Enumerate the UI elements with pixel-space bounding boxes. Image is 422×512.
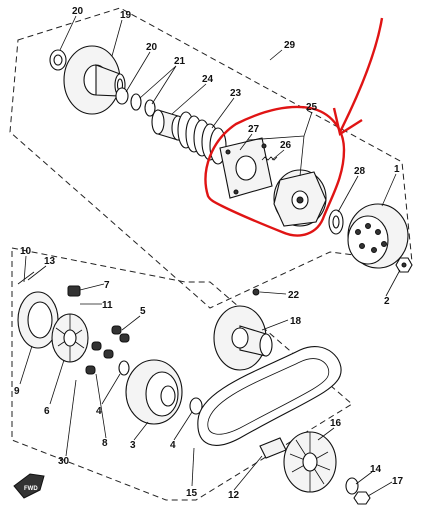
part-20-washer-mid [115,87,129,105]
highlight-outline [204,105,346,237]
fwd-arrow-icon: FWD [13,473,45,499]
callout-20-top: 20 [72,6,84,17]
leader-lines [19,15,401,497]
part-3-sliding-sheave [125,359,183,425]
part-23-spring [177,111,227,165]
part-20-washer-top [49,49,67,71]
callout-27: 27 [248,124,260,135]
callout-23: 23 [230,88,242,99]
part-14-washer [345,477,359,495]
callout-29: 29 [284,40,296,51]
svg-text:FWD: FWD [24,486,38,492]
callout-28: 28 [354,166,366,177]
callout-18: 18 [290,316,302,327]
part-4-collar-right [189,397,203,415]
callout-labels: 20 19 20 21 24 29 23 25 27 26 28 1 2 10 … [14,6,404,501]
highlight-arrow-shaft [338,17,384,133]
part-26-small-spring [261,156,278,161]
callout-11: 11 [102,300,113,311]
callout-26: 26 [280,140,292,151]
part-19-sliding-sheave [63,45,126,115]
callout-6: 6 [44,406,50,417]
part-21-o-rings [130,93,156,117]
part-7-slider [67,285,81,297]
callout-4-right: 4 [170,440,176,451]
callout-14: 14 [370,464,382,475]
callout-3: 3 [130,440,136,451]
drive-belt [197,346,342,446]
part-18-secondary-sheave [213,305,273,371]
callout-15: 15 [186,488,198,499]
part-6-fixed-sheave [51,313,89,363]
callout-22: 22 [288,290,300,301]
part-25-clutch-shoe [273,169,327,227]
callout-7: 7 [104,280,110,291]
part-13-pin [17,271,35,285]
part-28-washer [328,209,344,235]
callout-19: 19 [120,10,132,21]
callout-25: 25 [306,102,318,113]
part-22-bolt [252,288,260,296]
callout-16: 16 [330,418,342,429]
callout-12: 12 [228,490,240,501]
callout-10: 10 [20,246,32,257]
callout-13: 13 [44,256,56,267]
callout-4-left: 4 [96,406,102,417]
callout-30: 30 [58,456,70,467]
callout-20-mid: 20 [146,42,158,53]
callout-8: 8 [102,438,108,449]
callout-17: 17 [392,476,404,487]
callout-5: 5 [140,306,146,317]
part-17-nut [353,491,371,505]
part-4-collar-left [118,360,130,376]
part-5-rollers [85,325,130,375]
callout-9: 9 [14,386,20,397]
highlight-arrow-head [332,107,363,136]
callout-2: 2 [384,296,390,307]
callout-21: 21 [174,56,186,67]
part-27-clutch-plate [219,137,273,199]
callout-1: 1 [394,164,400,175]
callout-24: 24 [202,74,214,85]
part-16-fan-sheave [283,431,337,493]
part-2-nut [395,257,413,273]
part-1-clutch-housing [347,203,409,269]
highlight-annotation [204,17,384,237]
part-12-shaft [259,437,287,459]
